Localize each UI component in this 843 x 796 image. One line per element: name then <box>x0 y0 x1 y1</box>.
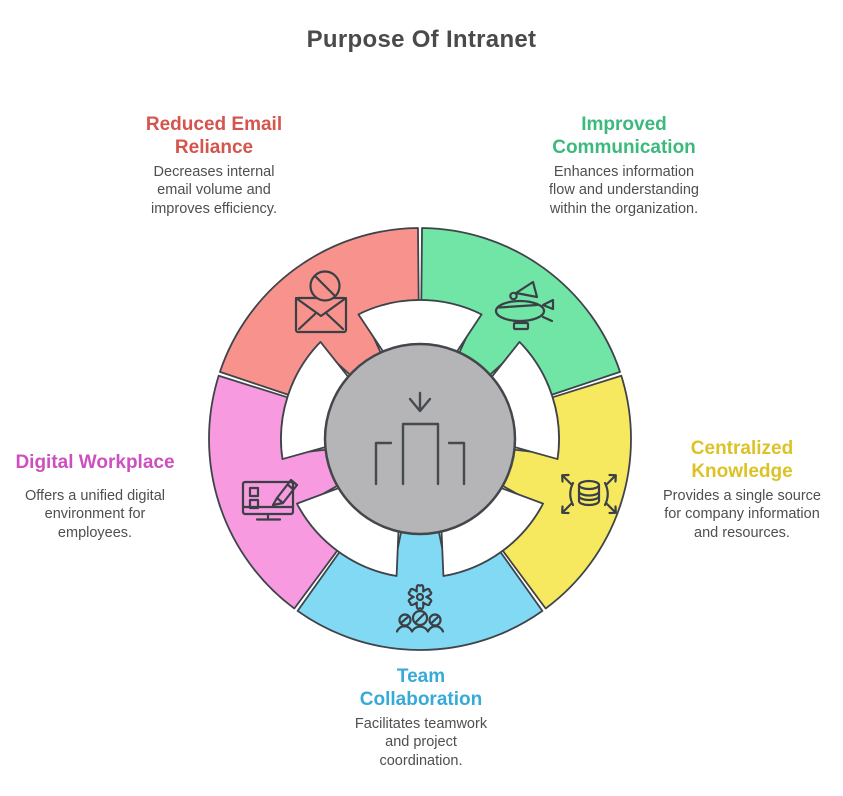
segment-description: Decreases internal email volume and impr… <box>151 163 277 217</box>
team-gear-icon <box>395 584 445 633</box>
segment-description: Offers a unified digital environment for… <box>25 487 165 541</box>
center-hub <box>323 342 517 536</box>
communication-blimp-icon <box>494 280 555 331</box>
segment-description: Facilitates teamwork and project coordin… <box>354 715 488 769</box>
segment-description: Provides a single source for company inf… <box>663 487 821 541</box>
segment-heading: Centralized Knowledge <box>690 438 794 482</box>
label-block-improved-communication: Improved Communication Enhances informat… <box>524 114 724 218</box>
segment-heading: Team Collaboration <box>359 666 483 710</box>
segment-description: Enhances information flow and understand… <box>549 163 699 217</box>
segment-heading: Reduced Email Reliance <box>145 114 283 158</box>
no-email-icon <box>294 270 348 334</box>
segment-heading: Improved Communication <box>552 114 696 158</box>
label-block-centralized-knowledge: Centralized Knowledge Provides a single … <box>652 438 832 542</box>
label-block-team-collaboration: Team Collaboration Facilitates teamwork … <box>346 666 496 770</box>
label-block-reduced-email-reliance: Reduced Email Reliance Decreases interna… <box>114 114 314 218</box>
segment-layer <box>208 227 632 651</box>
label-block-digital-workplace: Digital Workplace Offers a unified digit… <box>0 452 190 542</box>
page-title: Purpose Of Intranet <box>306 26 537 53</box>
workstation-pencil-icon <box>241 478 299 521</box>
segment-heading: Digital Workplace <box>15 452 175 473</box>
download-podium-icon <box>374 391 466 486</box>
database-share-icon <box>561 473 617 515</box>
